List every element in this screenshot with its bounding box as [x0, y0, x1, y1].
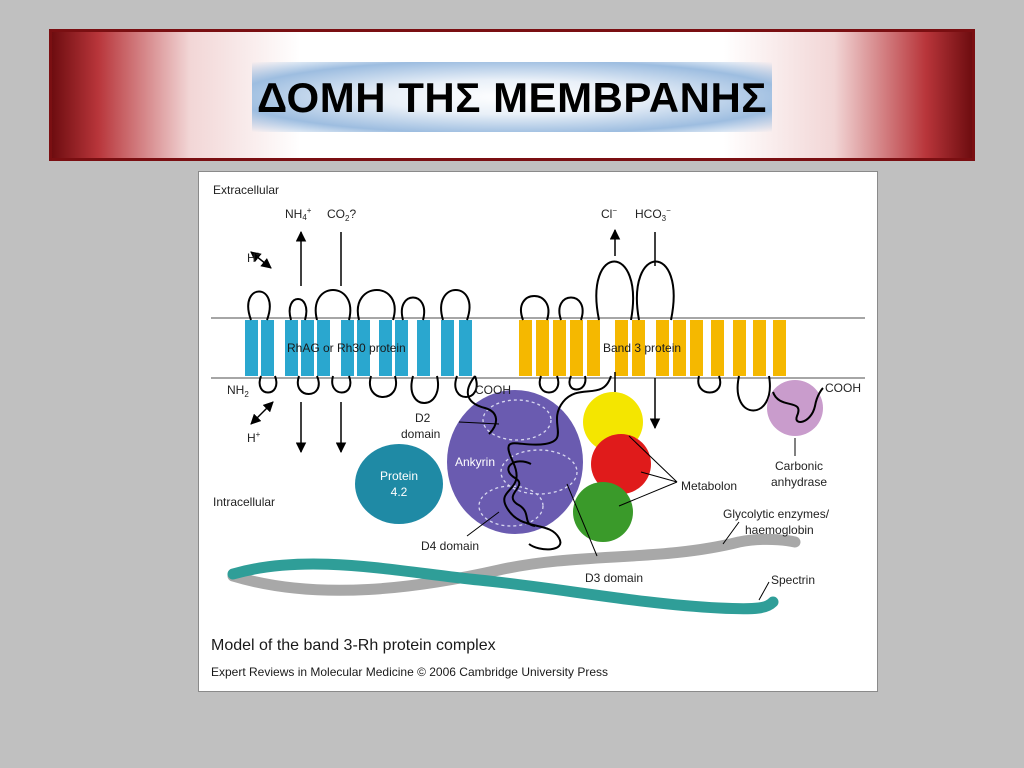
label-glycolytic-line2: haemoglobin	[745, 523, 814, 537]
rh-protein-helices	[245, 320, 472, 376]
label-glycolytic-line1: Glycolytic enzymes/	[723, 507, 830, 521]
label-ankyrin: Ankyrin	[455, 455, 495, 469]
title-glow	[252, 62, 772, 132]
label-carbonic-line2: anhydrase	[771, 475, 827, 489]
label-co2: CO2?	[327, 207, 356, 223]
label-h-top: H+	[247, 250, 261, 265]
figure-caption: Model of the band 3-Rh protein complex	[211, 637, 496, 654]
metabolon-green	[573, 482, 633, 542]
label-spectrin: Spectrin	[771, 573, 815, 587]
label-cl: Cl−	[601, 206, 617, 221]
label-carbonic-line1: Carbonic	[775, 459, 823, 473]
spectrin-strand	[227, 558, 779, 615]
title-banner: ΔΟΜΗ ΤΗΣ ΜΕΜΒΡΑΝΗΣ	[49, 29, 975, 161]
ankyrin-domains	[478, 399, 578, 527]
label-hco3: HCO3−	[635, 206, 671, 223]
label-d3-domain: D3 domain	[585, 571, 643, 585]
rh-cooh-tail	[466, 375, 497, 435]
band3-protein-helices	[519, 320, 786, 376]
label-d2-line1: D2	[415, 411, 431, 425]
glycolytic-haemoglobin-strand	[227, 533, 801, 596]
band3-cytoplasmic-tail	[503, 375, 612, 551]
label-d2-line2: domain	[401, 427, 440, 441]
label-protein42-line1: Protein	[380, 469, 418, 483]
label-metabolon: Metabolon	[681, 479, 737, 493]
membrane-diagram: Extracellular Intracellular NH4+ CO2? H+…	[211, 183, 865, 679]
label-intracellular: Intracellular	[213, 495, 275, 509]
rh-extracellular-loops	[247, 289, 471, 321]
label-h-bottom: H+	[247, 430, 261, 445]
membrane-diagram-figure: Extracellular Intracellular NH4+ CO2? H+…	[198, 171, 878, 692]
label-nh2: NH2	[227, 383, 249, 399]
label-extracellular: Extracellular	[213, 183, 279, 197]
transport-arrows	[250, 228, 661, 454]
label-cooh-right: COOH	[825, 381, 861, 395]
protein-4-2-shape	[355, 444, 443, 524]
figure-credit: Expert Reviews in Molecular Medicine © 2…	[211, 665, 608, 679]
slide-title: ΔΟΜΗ ΤΗΣ ΜΕΜΒΡΑΝΗΣ	[257, 74, 767, 121]
metabolon-red	[591, 434, 651, 494]
label-cooh-left: COOH	[475, 383, 511, 397]
rh-intracellular-loops	[258, 375, 478, 404]
carbonic-anhydrase-shape	[767, 380, 823, 436]
ankyrin-binding-loop	[507, 460, 536, 527]
band3-cooh-tail	[772, 387, 824, 423]
label-nh4: NH4+	[285, 206, 312, 222]
label-band3-protein: Band 3 protein	[603, 341, 681, 355]
band3-intracellular-loops	[538, 375, 771, 412]
label-protein42-line2: 4.2	[391, 485, 408, 499]
label-rh-protein: RhAG or Rh30 protein	[287, 341, 406, 355]
leader-lines	[458, 421, 796, 601]
band3-extracellular-loops	[520, 260, 675, 321]
label-d4-domain: D4 domain	[421, 539, 479, 553]
